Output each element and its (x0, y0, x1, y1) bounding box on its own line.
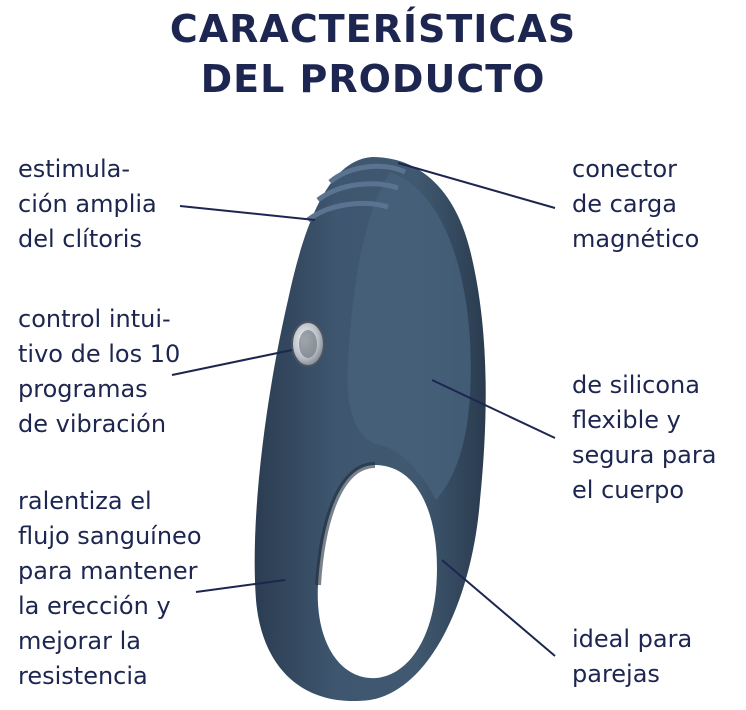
ring-fold (347, 172, 471, 500)
feature-silicone: de silicona flexible y segura para el cu… (572, 368, 716, 508)
ring-ridge-1 (328, 163, 407, 184)
feature-line: de silicona (572, 371, 700, 399)
leader-line-charger (397, 162, 556, 209)
feature-line: segura para (572, 441, 717, 469)
feature-line: magnético (572, 225, 700, 253)
feature-line: de carga (572, 190, 677, 218)
feature-line: resistencia (18, 662, 148, 690)
feature-line: conector (572, 155, 678, 183)
feature-line: ción amplia (18, 190, 157, 218)
title-line-2: DEL PRODUCTO (200, 57, 546, 101)
leader-line-silicone (431, 379, 556, 439)
feature-line: flujo sanguíneo (18, 522, 202, 550)
leader-line-flow (195, 579, 286, 593)
feature-line: flexible y (572, 406, 681, 434)
feature-line: el cuerpo (572, 476, 685, 504)
feature-blood-flow: ralentiza el flujo sanguíneo para manten… (18, 484, 202, 694)
feature-line: estimula- (18, 155, 130, 183)
ring-ridge-2 (316, 181, 399, 203)
leader-line-couples (441, 559, 556, 657)
feature-line: ralentiza el (18, 487, 152, 515)
leader-line-clitoris (179, 205, 316, 221)
feature-line: la erección y (18, 592, 171, 620)
feature-line: control intui- (18, 305, 171, 333)
leader-line-control (171, 349, 293, 376)
title-line-1: CARACTERÍSTICAS (169, 7, 577, 51)
feature-magnetic-charger: conector de carga magnético (572, 152, 699, 257)
feature-line: parejas (572, 660, 660, 688)
feature-line: mejorar la (18, 627, 141, 655)
feature-line: programas (18, 375, 148, 403)
feature-line: ideal para (572, 625, 693, 653)
ring-hole-edge (315, 462, 376, 586)
feature-clitoral-stimulation: estimula- ción amplia del clítoris (18, 152, 157, 257)
feature-line: del clítoris (18, 225, 142, 253)
feature-intuitive-control: control intui- tivo de los 10 programas … (18, 302, 180, 442)
feature-couples: ideal para parejas (572, 622, 692, 692)
ring-ridge-3 (306, 201, 389, 223)
feature-line: para mantener (18, 557, 198, 585)
feature-line: de vibración (18, 410, 167, 438)
feature-line: tivo de los 10 (18, 340, 181, 368)
